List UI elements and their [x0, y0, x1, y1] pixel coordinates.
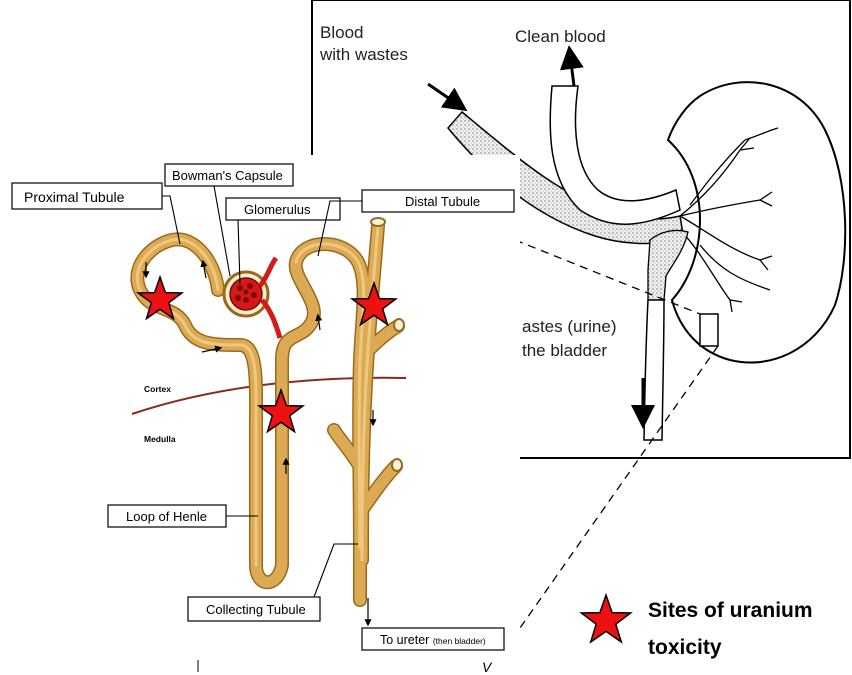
ureter-callout: To ureter (then bladder) [362, 628, 504, 650]
urine-label-2: the bladder [522, 341, 607, 360]
distal-tube-end [371, 218, 385, 226]
legend-star-icon [581, 595, 630, 642]
collecting-tubule-label: Collecting Tubule [206, 602, 306, 617]
loop-of-henle-label: Loop of Henle [126, 509, 207, 524]
medulla-label: Medulla [144, 434, 176, 444]
proximal-tubule-label: Proximal Tubule [24, 189, 125, 205]
bowmans-capsule-label: Bowman's Capsule [172, 168, 283, 183]
ureter-label: To ureter (then bladder) [380, 633, 486, 647]
ureter [644, 300, 664, 440]
legend: Sites of uranium toxicity [581, 595, 812, 659]
nephron-panel: Cortex Medulla Proximal Tubule Bowman's … [0, 155, 520, 675]
blood-in-label-2: with wastes [319, 45, 408, 64]
urine-label-1: astes (urine) [522, 317, 616, 336]
nephron-zoom-box [700, 314, 718, 346]
ureter-note: (then bladder) [433, 636, 486, 646]
branch-tube-end-2 [392, 459, 402, 471]
cortex-label: Cortex [144, 384, 171, 394]
legend-text-line2: toxicity [648, 636, 722, 659]
clean-blood-label: Clean blood [515, 27, 606, 46]
distal-tubule-label: Distal Tubule [405, 194, 480, 209]
glomerulus-label: Glomerulus [244, 202, 311, 217]
legend-text-line1: Sites of uranium [648, 599, 813, 622]
blood-in-label-1: Blood [320, 23, 363, 42]
branch-tube-end-1 [394, 319, 404, 331]
